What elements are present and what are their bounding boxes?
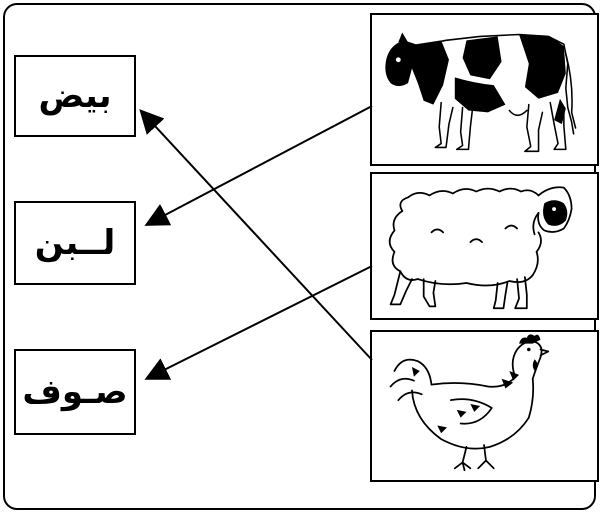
word-milk: لــبن (34, 223, 116, 263)
picture-box-sheep[interactable] (370, 172, 599, 320)
word-wool: صـوف (22, 372, 128, 412)
word-box-wool[interactable]: صـوف (14, 349, 136, 435)
picture-box-chicken[interactable] (370, 330, 599, 482)
chicken-icon (389, 334, 550, 472)
cow-icon (385, 32, 577, 153)
picture-box-cow[interactable] (370, 13, 599, 166)
word-eggs: بيض (38, 76, 112, 116)
sheep-icon (388, 186, 573, 310)
word-box-milk[interactable]: لــبن (14, 201, 136, 285)
word-box-eggs[interactable]: بيض (14, 55, 136, 137)
